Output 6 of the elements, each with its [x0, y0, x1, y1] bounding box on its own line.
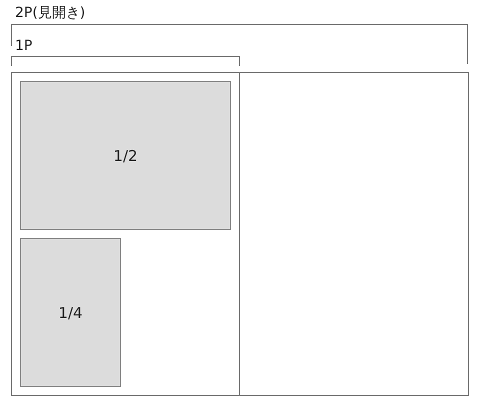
spread-label: 2P(見開き) [15, 5, 86, 21]
size-label: 1/4 [58, 304, 83, 322]
size-label: 1/2 [113, 146, 138, 164]
page-label: 1P [15, 38, 32, 54]
shaded-block [20, 238, 121, 387]
shaded-block [20, 81, 231, 230]
